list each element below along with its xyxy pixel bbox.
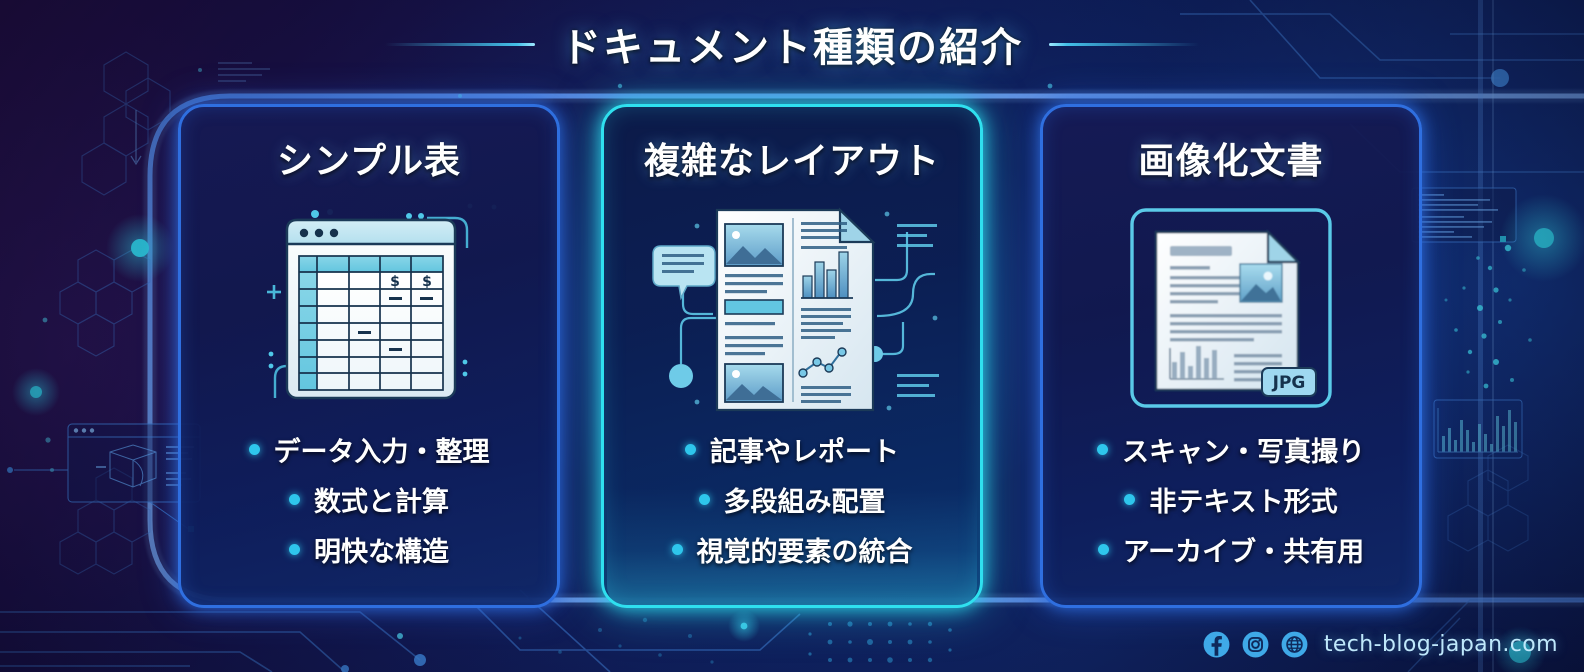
card-title: シンプル表 (277, 141, 461, 182)
jpg-badge-label: JPG (1272, 373, 1306, 393)
title-rule-right (1049, 42, 1199, 46)
multi-column-document-icon (601, 192, 983, 424)
header: ドキュメント種類の紹介 (0, 16, 1584, 72)
globe-icon[interactable] (1281, 631, 1308, 658)
bullet-dot-icon (289, 494, 300, 505)
card-border (1040, 104, 1422, 608)
svg-text:$: $ (390, 274, 400, 290)
list-item: 明快な構造 (289, 530, 449, 569)
card-bullets: スキャン・写真撮り 非テキスト形式 アーカイブ・共有用 (1040, 430, 1422, 569)
list-item: 非テキスト形式 (1124, 480, 1338, 519)
list-item: データ入力・整理 (248, 430, 490, 469)
list-item-label: 数式と計算 (314, 487, 449, 518)
card-grid: シンプル表 (0, 104, 1584, 608)
list-item-label: スキャン・写真撮り (1122, 437, 1365, 468)
spreadsheet-window-icon: $ $ (178, 192, 560, 424)
footer: tech-blog-japan.com (1203, 631, 1558, 658)
bullet-dot-icon (1097, 444, 1108, 455)
card-simple-table[interactable]: シンプル表 (178, 104, 560, 608)
title-rule-left (385, 42, 535, 46)
bullet-dot-icon (671, 544, 683, 555)
bullet-dot-icon (289, 544, 300, 555)
list-item: 数式と計算 (289, 480, 449, 519)
bullet-dot-icon (1124, 494, 1136, 505)
list-item-label: 視覚的要素の統合 (696, 537, 913, 568)
footer-url[interactable]: tech-blog-japan.com (1323, 632, 1558, 657)
bullet-dot-icon (1097, 544, 1109, 555)
list-item-label: データ入力・整理 (273, 437, 490, 468)
facebook-icon[interactable] (1203, 631, 1230, 658)
card-title: 画像化文書 (1138, 141, 1324, 182)
scanned-jpg-document-icon: JPG (1040, 192, 1422, 424)
list-item-label: アーカイブ・共有用 (1122, 537, 1365, 568)
list-item: 記事やレポート (685, 430, 899, 469)
card-imaged-document[interactable]: 画像化文書 (1040, 104, 1422, 608)
card-border (601, 104, 983, 608)
card-bullets: データ入力・整理 数式と計算 明快な構造 (178, 430, 560, 569)
page-title: ドキュメント種類の紹介 (561, 25, 1023, 71)
bullet-dot-icon (698, 494, 710, 505)
card-border (178, 104, 560, 608)
bullet-dot-icon (248, 444, 260, 455)
list-item: 多段組み配置 (698, 480, 886, 519)
card-title: 複雑なレイアウト (643, 141, 940, 182)
bullet-dot-icon (685, 444, 696, 455)
list-item: 視覚的要素の統合 (671, 530, 913, 569)
list-item: スキャン・写真撮り (1097, 430, 1365, 469)
list-item: アーカイブ・共有用 (1097, 530, 1365, 569)
list-item-label: 非テキスト形式 (1149, 487, 1338, 518)
list-item-label: 記事やレポート (710, 437, 899, 468)
list-item-label: 明快な構造 (314, 537, 449, 568)
card-bullets: 記事やレポート 多段組み配置 視覚的要素の統合 (601, 430, 983, 569)
svg-text:$: $ (422, 274, 432, 290)
card-complex-layout[interactable]: 複雑なレイアウト (601, 104, 983, 608)
instagram-icon[interactable] (1242, 631, 1269, 658)
list-item-label: 多段組み配置 (723, 487, 886, 518)
